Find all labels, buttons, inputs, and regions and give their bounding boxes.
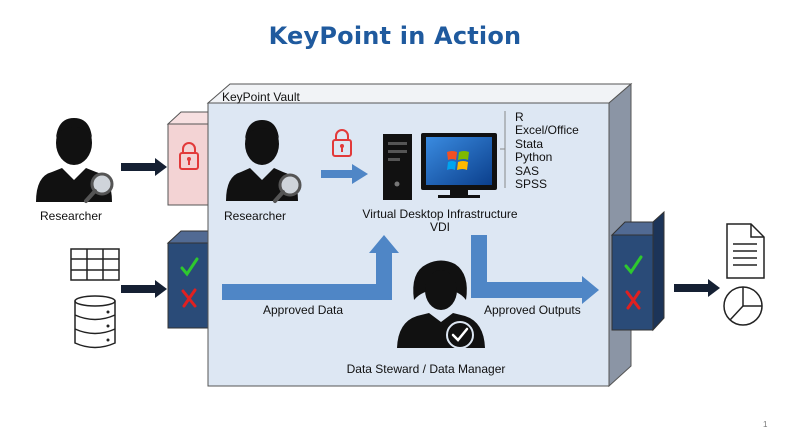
page-number: 1 xyxy=(763,420,768,429)
arrow-approved-data xyxy=(222,235,399,300)
database-icon xyxy=(74,295,116,349)
researcher-inside-label: Researcher xyxy=(224,209,287,223)
software-item: SPSS xyxy=(515,177,548,192)
cross-mark-icon xyxy=(625,290,641,310)
arrow-gate-to-outputs xyxy=(674,279,720,297)
vdi-label-line2: VDI xyxy=(429,220,450,234)
arrow-researcher-to-gate xyxy=(121,158,167,176)
slide-title: KeyPoint in Action xyxy=(268,22,522,50)
data-steward-label: Data Steward / Data Manager xyxy=(346,362,506,376)
cross-mark-icon xyxy=(181,288,197,308)
check-mark-icon xyxy=(624,255,643,275)
lock-icon xyxy=(332,129,352,157)
software-list: R Excel/Office Stata Python SAS SPSS xyxy=(515,110,579,192)
magnifier-icon xyxy=(84,172,114,203)
computer-icon xyxy=(383,133,497,200)
output-gate-right xyxy=(610,210,665,332)
software-bracket xyxy=(500,111,506,188)
software-item: Python xyxy=(515,150,553,165)
arrow-data-to-gate xyxy=(121,280,167,298)
software-item: R xyxy=(515,110,524,124)
arrow-approved-outputs xyxy=(471,235,599,304)
software-item: SAS xyxy=(515,163,540,178)
table-icon xyxy=(70,248,120,281)
software-item: Stata xyxy=(515,136,544,151)
researcher-outside-label: Researcher xyxy=(40,209,103,223)
document-icon xyxy=(726,223,765,279)
vdi-label-line1: Virtual Desktop Infrastructure xyxy=(362,207,518,221)
magnifier-icon xyxy=(273,173,302,203)
software-item: Excel/Office xyxy=(515,123,579,138)
pie-chart-icon xyxy=(723,286,763,326)
vault-label: KeyPoint Vault xyxy=(222,90,300,104)
data-steward-icon xyxy=(397,260,485,349)
approved-data-label: Approved Data xyxy=(263,303,344,317)
data-gate-left xyxy=(166,230,210,329)
check-mark-icon xyxy=(180,257,199,277)
arrow-researcher-to-vdi xyxy=(321,164,368,184)
lock-icon xyxy=(179,142,199,170)
approved-outputs-label: Approved Outputs xyxy=(484,303,581,317)
